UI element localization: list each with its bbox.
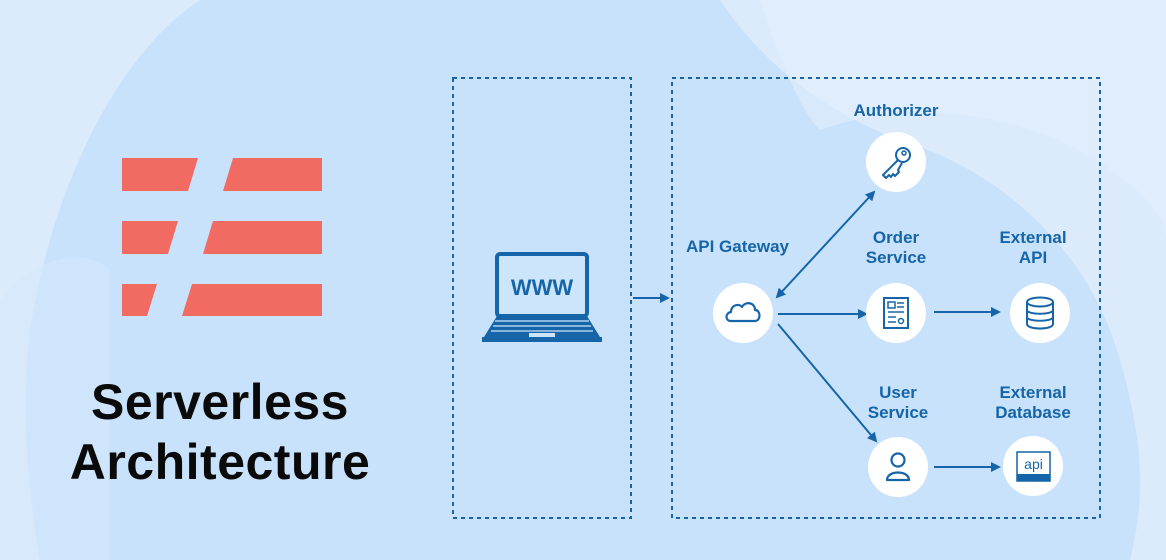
title-line-1: Serverless [90, 374, 349, 430]
label-line: External [999, 383, 1067, 402]
page-title: Serverless Architecture [40, 372, 400, 492]
node-order-service [866, 283, 926, 343]
label-line: Order [872, 228, 920, 247]
label-line: User [879, 383, 917, 402]
logo-bar [223, 158, 322, 191]
logo-bar [122, 221, 178, 254]
node-external-api [1010, 283, 1070, 343]
laptop-screen-text: WWW [511, 275, 574, 300]
label-line: Service [867, 403, 929, 422]
logo-bar [182, 284, 322, 316]
label-line: Service [865, 248, 927, 267]
node-external-database: api [1003, 436, 1063, 496]
label-api-gateway: API Gateway [686, 237, 789, 256]
label-user-service: User Service [848, 383, 948, 423]
label-line: External [999, 228, 1067, 247]
label-order-service: Order Service [846, 228, 946, 268]
key-icon [882, 147, 911, 179]
logo-bar [203, 221, 322, 254]
label-authorizer: Authorizer [853, 101, 939, 120]
logo-bar [122, 284, 157, 316]
title-line-2: Architecture [69, 434, 371, 490]
cloud-icon [725, 302, 761, 323]
api-icon: api [1016, 451, 1051, 482]
label-line: Database [995, 403, 1071, 422]
client-boundary-box [452, 77, 632, 519]
document-icon [883, 297, 909, 329]
node-api-gateway [713, 283, 773, 343]
label-line: API [1018, 248, 1048, 267]
api-icon-text: api [1024, 456, 1043, 472]
edge-gateway-authorizer [775, 190, 876, 299]
edge-gateway-user [777, 323, 878, 443]
label-external-database: External Database [978, 383, 1088, 423]
node-authorizer [866, 132, 926, 192]
cloud-boundary-box [671, 77, 1101, 519]
database-icon [1026, 296, 1054, 330]
logo-bar [122, 158, 198, 191]
label-external-api: External API [983, 228, 1083, 268]
user-icon [885, 452, 911, 482]
node-user-service [868, 437, 928, 497]
